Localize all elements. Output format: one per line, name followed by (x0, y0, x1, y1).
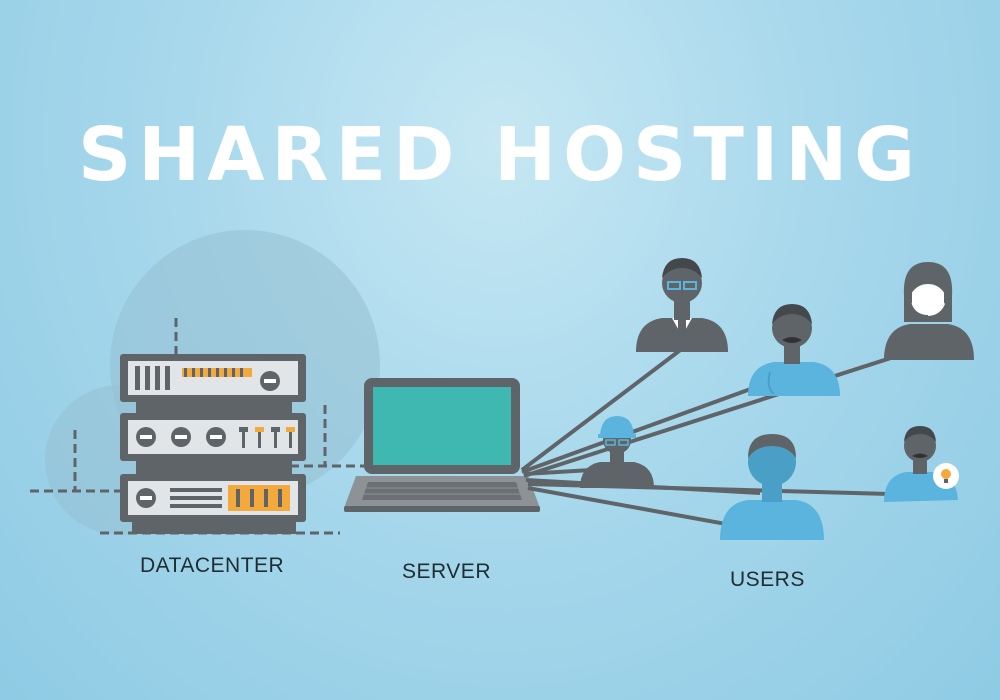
user-plain-icon (720, 434, 824, 540)
user-connections (520, 346, 901, 534)
datacenter-label: DATACENTER (140, 554, 285, 577)
user-headset-icon (884, 262, 974, 360)
user-mustache-icon (748, 304, 840, 396)
user-glasses-icon (636, 258, 728, 352)
users-label: USERS (730, 568, 805, 591)
laptop-icon (344, 378, 540, 512)
page-title: SHARED HOSTING (77, 112, 923, 198)
server-label: SERVER (402, 560, 491, 583)
user-engineer-icon (580, 416, 654, 488)
user-idea-icon (884, 426, 959, 502)
server-rack-icon (120, 354, 306, 534)
